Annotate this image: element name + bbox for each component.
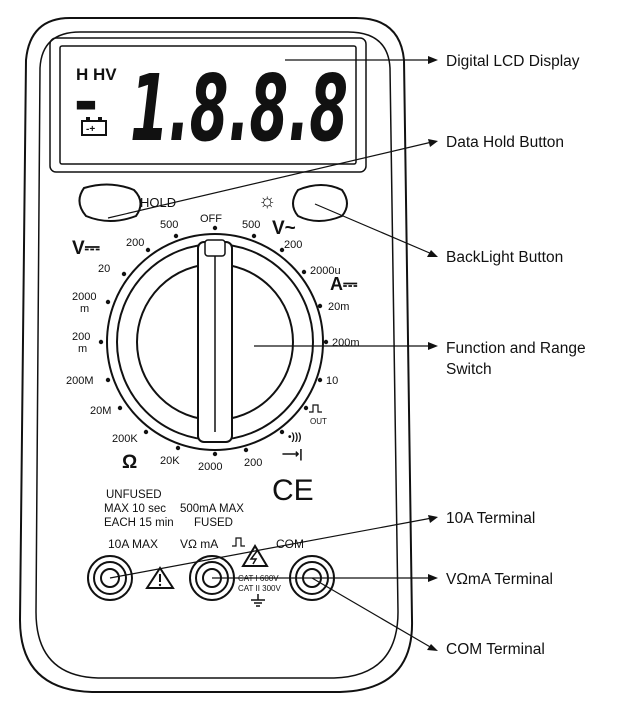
hold-button[interactable] [78, 183, 142, 222]
dial-right-range-4: 200m [332, 337, 360, 349]
dial-continuity-symbol: •))) [288, 432, 302, 443]
dial-square-wave-out: OUT [310, 417, 327, 426]
terminal-label-10a: 10A MAX [108, 537, 158, 551]
dial-off-label: OFF [200, 213, 222, 225]
dial-left-range-3: 2000 [72, 291, 96, 303]
battery-polarity: -+ [86, 124, 95, 135]
backlight-icon: ☼ [258, 190, 276, 212]
backlight-button[interactable] [292, 184, 348, 222]
callout-vohm-terminal: VΩmA Terminal [446, 571, 553, 588]
fused-text-0: 500mA MAX [180, 503, 244, 515]
unfused-text-2: EACH 15 min [104, 517, 174, 529]
dial-left-unit-m-1: m [78, 343, 87, 355]
inner-casing [35, 31, 399, 679]
dial-ohm-symbol: Ω [122, 452, 137, 473]
dial-acv-symbol: V~ [272, 218, 296, 239]
dial-dcv-symbol: V⎓ [72, 238, 100, 259]
dial-right-range-5: 10 [326, 375, 338, 387]
square-wave-icon [309, 404, 322, 413]
battery-icon [81, 117, 107, 136]
warning-icon [145, 566, 175, 589]
fused-text-1: FUSED [194, 517, 233, 529]
lcd-screen [59, 45, 357, 165]
callout-lcd-display: Digital LCD Display [446, 53, 580, 70]
dial-left-range-1: 200 [126, 237, 144, 249]
function-range-knob[interactable] [197, 239, 233, 443]
dial-diode-symbol: ⟶| [282, 447, 303, 461]
dial-outer-ring [106, 233, 324, 451]
callout-backlight: BackLight Button [446, 249, 563, 266]
dial-dca-symbol: A⎓ [330, 274, 358, 294]
lcd-frame [49, 37, 367, 173]
dial-labels: OFF V⎓ V~ A⎓ Ω ⟶| •))) OUT 500 200 20 20… [66, 213, 360, 473]
unfused-text-0: UNFUSED [106, 489, 162, 501]
callout-function-range: Function and Range [446, 340, 586, 357]
callout-leaders [107, 56, 438, 651]
ground-icon [251, 594, 265, 607]
dial-right-range-2: 2000u [310, 265, 341, 277]
lcd-hv-label: H HV [76, 65, 117, 84]
dial-bottom-range-0: 20K [160, 455, 180, 467]
callout-data-hold: Data Hold Button [446, 134, 564, 151]
dial-left-range-7: 200K [112, 433, 138, 445]
cat-rating-1: CAT II 300V [238, 584, 282, 593]
ce-mark: CE [272, 474, 314, 507]
dial-bottom-range-2: 200 [244, 457, 262, 469]
callout-com-terminal: COM Terminal [446, 641, 545, 658]
high-voltage-warning-icon [241, 544, 269, 567]
dial-left-unit-m-0: m [80, 303, 89, 315]
dial-left-range-6: 20M [90, 405, 111, 417]
dial-right-range-1: 200 [284, 239, 302, 251]
dial-left-range-5: 200M [66, 375, 94, 387]
callout-function-range-line2: Switch [446, 361, 492, 378]
dial-position-dots [98, 225, 329, 457]
dial-left-range-2: 20 [98, 263, 110, 275]
dial-right-range-0: 500 [242, 219, 260, 231]
dial-left-range-4: 200 [72, 331, 90, 343]
dial-left-range-0: 500 [160, 219, 178, 231]
terminal-label-vohm: VΩ mA [180, 537, 218, 551]
hold-label: HOLD [140, 195, 176, 210]
dial-bottom-range-1: 2000 [198, 461, 222, 473]
lcd-digits: 1.8.8.8 [130, 55, 348, 162]
outer-casing [18, 17, 414, 693]
callout-10a-terminal: 10A Terminal [446, 510, 535, 527]
unfused-text-1: MAX 10 sec [104, 503, 166, 515]
dial-right-range-3: 20m [328, 301, 349, 313]
terminal-square-wave-icon [232, 537, 245, 547]
